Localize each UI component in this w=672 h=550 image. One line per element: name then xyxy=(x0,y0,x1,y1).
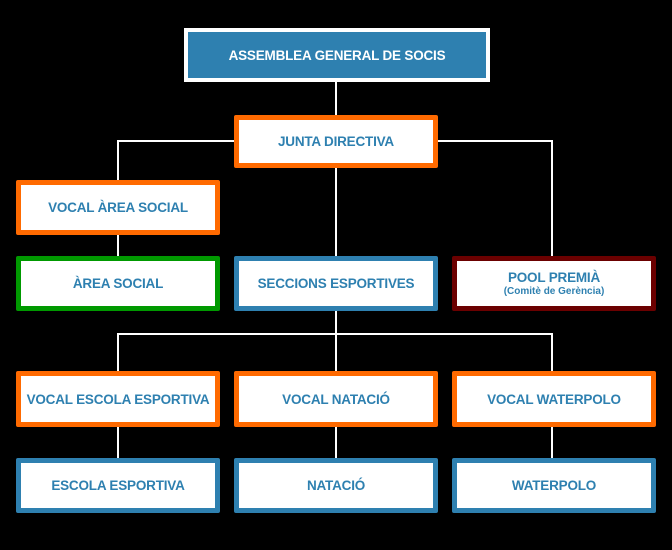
node-label: VOCAL WATERPOLO xyxy=(487,391,621,407)
node-label: JUNTA DIRECTIVA xyxy=(277,134,394,149)
connector-junta-left-branch xyxy=(117,140,237,142)
connector-vocals-horizontal xyxy=(117,333,553,335)
node-label: POOL PREMIÀ xyxy=(507,270,601,285)
node-label: VOCAL ESCOLA ESPORTIVA xyxy=(26,391,210,407)
node-label: ASSEMBLEA GENERAL DE SOCIS xyxy=(228,47,446,63)
connector-right-drop xyxy=(551,140,553,258)
connector-junta-right-branch xyxy=(437,140,553,142)
node-seccions-esportives: SECCIONS ESPORTIVES xyxy=(234,256,438,311)
node-pool-premia: POOL PREMIÀ (Comitè de Gerència) xyxy=(452,256,656,311)
node-vocal-escola-esportiva: VOCAL ESCOLA ESPORTIVA xyxy=(16,371,220,427)
connector-vocal-area-social xyxy=(117,233,119,258)
connector-waterpolo xyxy=(551,425,553,460)
connector-left-drop xyxy=(117,140,119,182)
node-escola-esportiva: ESCOLA ESPORTIVA xyxy=(16,458,220,513)
connector-natacio xyxy=(335,425,337,460)
connector-assembly-junta xyxy=(335,81,337,117)
connector-escola xyxy=(117,425,119,460)
node-label: SECCIONS ESPORTIVES xyxy=(257,276,415,291)
node-assemblea-general: ASSEMBLEA GENERAL DE SOCIS xyxy=(184,28,490,82)
connector-junta-seccions xyxy=(335,166,337,258)
node-label: VOCAL NATACIÓ xyxy=(282,391,390,407)
node-label: NATACIÓ xyxy=(306,478,366,493)
connector-seccions-down xyxy=(335,309,337,373)
node-vocal-waterpolo: VOCAL WATERPOLO xyxy=(452,371,656,427)
node-junta-directiva: JUNTA DIRECTIVA xyxy=(234,115,438,168)
node-vocal-area-social: VOCAL ÀREA SOCIAL xyxy=(16,180,220,235)
node-sublabel: (Comitè de Gerència) xyxy=(503,286,605,297)
node-label: VOCAL ÀREA SOCIAL xyxy=(48,200,188,215)
connector-vocal-right-drop xyxy=(551,333,553,373)
node-label: WATERPOLO xyxy=(511,478,597,493)
node-vocal-natacio: VOCAL NATACIÓ xyxy=(234,371,438,427)
node-label: ESCOLA ESPORTIVA xyxy=(51,478,185,493)
node-waterpolo: WATERPOLO xyxy=(452,458,656,513)
connector-vocal-left-drop xyxy=(117,333,119,373)
node-area-social: ÀREA SOCIAL xyxy=(16,256,220,311)
node-natacio: NATACIÓ xyxy=(234,458,438,513)
node-label: ÀREA SOCIAL xyxy=(72,276,164,291)
